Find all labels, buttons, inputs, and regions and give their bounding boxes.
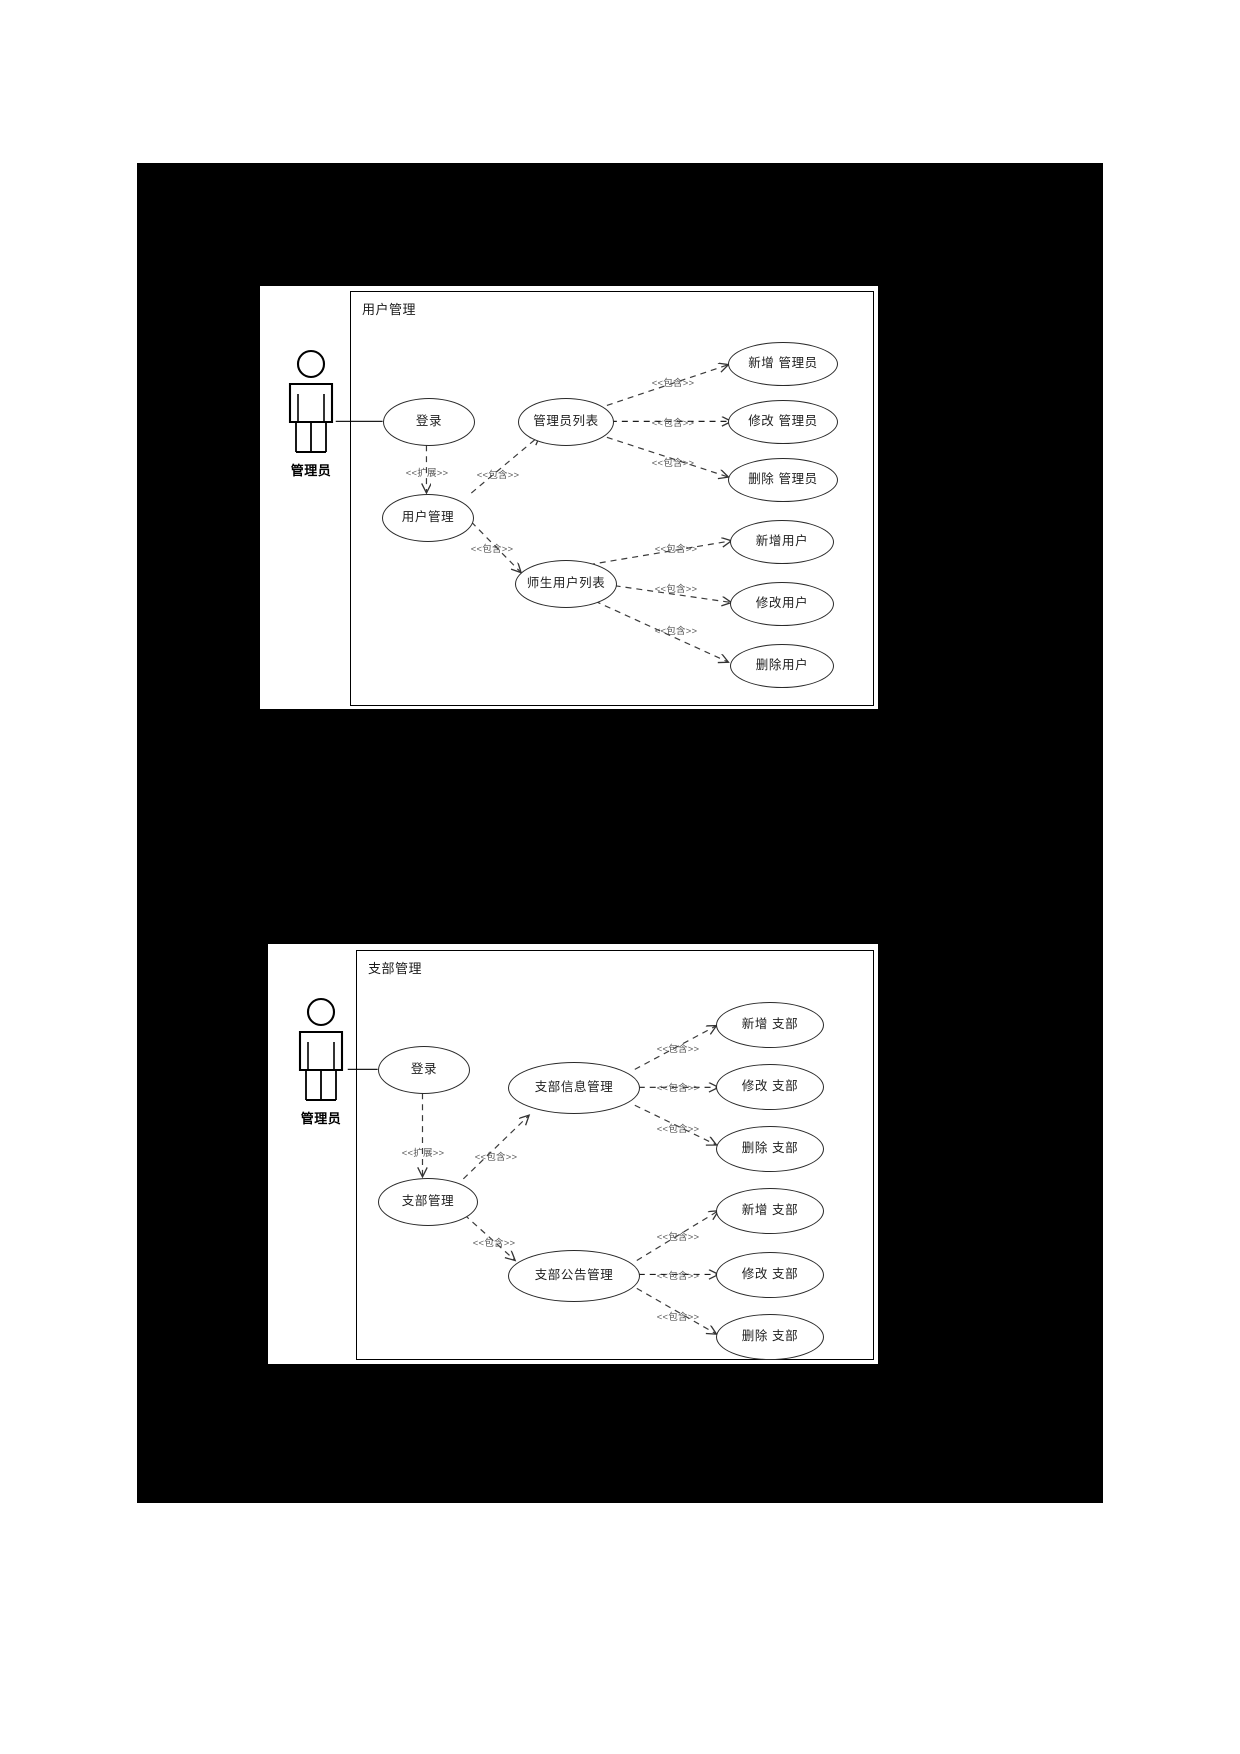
use-case-branch-info-management[interactable]: 支部信息管理 — [508, 1062, 640, 1114]
use-case-teacher-student-list[interactable]: 师生用户列表 — [515, 560, 617, 608]
use-case-delete-branch-1[interactable]: 删除 支部 — [716, 1126, 824, 1172]
stereotype-include-2-8: <<包含>> — [656, 1312, 700, 1323]
stereotype-include-2-5: <<包含>> — [656, 1124, 700, 1135]
actor-label-1: 管理员 — [290, 463, 332, 478]
stereotype-include-1-4: <<包含>> — [651, 418, 695, 429]
stereotype-include-1-7: <<包含>> — [654, 584, 698, 595]
actor-administrator-1: 管理员 — [274, 348, 348, 478]
use-case-branch-notice-management[interactable]: 支部公告管理 — [508, 1250, 640, 1302]
use-case-add-branch-2[interactable]: 新增 支部 — [716, 1188, 824, 1234]
stereotype-include-1-2: <<包含>> — [470, 544, 514, 555]
use-case-edit-user[interactable]: 修改用户 — [730, 582, 834, 626]
stereotype-include-2-4: <<包含>> — [656, 1083, 700, 1094]
stereotype-include-2-3: <<包含>> — [656, 1044, 700, 1055]
actor-label-2: 管理员 — [300, 1111, 342, 1126]
stereotype-extend-1: <<扩展>> — [405, 468, 449, 479]
stereotype-include-1-3: <<包含>> — [651, 378, 695, 389]
use-case-branch-management[interactable]: 支部管理 — [378, 1178, 478, 1226]
use-case-diagram-user-management: 用户管理 管理员 登录 用户管理 管理员列表 师生用户列表 新增 管理员 修改 … — [259, 285, 879, 710]
system-title-1: 用户管理 — [362, 302, 417, 317]
stick-figure-actor-icon — [274, 348, 348, 460]
actor-administrator-2: 管理员 — [284, 996, 358, 1126]
use-case-edit-branch-2[interactable]: 修改 支部 — [716, 1252, 824, 1298]
stereotype-include-2-7: <<包含>> — [656, 1271, 700, 1282]
stereotype-include-1-8: <<包含>> — [654, 626, 698, 637]
stereotype-include-2-6: <<包含>> — [656, 1232, 700, 1243]
system-boundary-1 — [350, 291, 874, 706]
system-title-2: 支部管理 — [368, 961, 423, 976]
use-case-login-1[interactable]: 登录 — [383, 398, 475, 446]
use-case-add-admin[interactable]: 新增 管理员 — [728, 342, 838, 386]
use-case-add-branch-1[interactable]: 新增 支部 — [716, 1002, 824, 1048]
stereotype-include-1-1: <<包含>> — [476, 470, 520, 481]
stereotype-include-1-5: <<包含>> — [651, 458, 695, 469]
use-case-diagram-branch-management: 支部管理 管理员 登录 支部管理 支部信息管理 支部公告管理 新增 支部 修改 … — [267, 943, 879, 1365]
use-case-admin-list[interactable]: 管理员列表 — [518, 398, 614, 446]
use-case-edit-admin[interactable]: 修改 管理员 — [728, 400, 838, 444]
use-case-login-2[interactable]: 登录 — [378, 1046, 470, 1094]
use-case-user-management[interactable]: 用户管理 — [382, 494, 474, 542]
use-case-delete-admin[interactable]: 删除 管理员 — [728, 458, 838, 502]
system-boundary-2 — [356, 950, 874, 1360]
use-case-delete-branch-2[interactable]: 删除 支部 — [716, 1314, 824, 1360]
stereotype-include-2-1: <<包含>> — [474, 1152, 518, 1163]
use-case-delete-user[interactable]: 删除用户 — [730, 644, 834, 688]
stereotype-include-1-6: <<包含>> — [654, 544, 698, 555]
use-case-edit-branch-1[interactable]: 修改 支部 — [716, 1064, 824, 1110]
stereotype-extend-2: <<扩展>> — [401, 1148, 445, 1159]
stick-figure-actor-icon — [284, 996, 358, 1108]
stereotype-include-2-2: <<包含>> — [472, 1238, 516, 1249]
use-case-add-user[interactable]: 新增用户 — [730, 520, 834, 564]
